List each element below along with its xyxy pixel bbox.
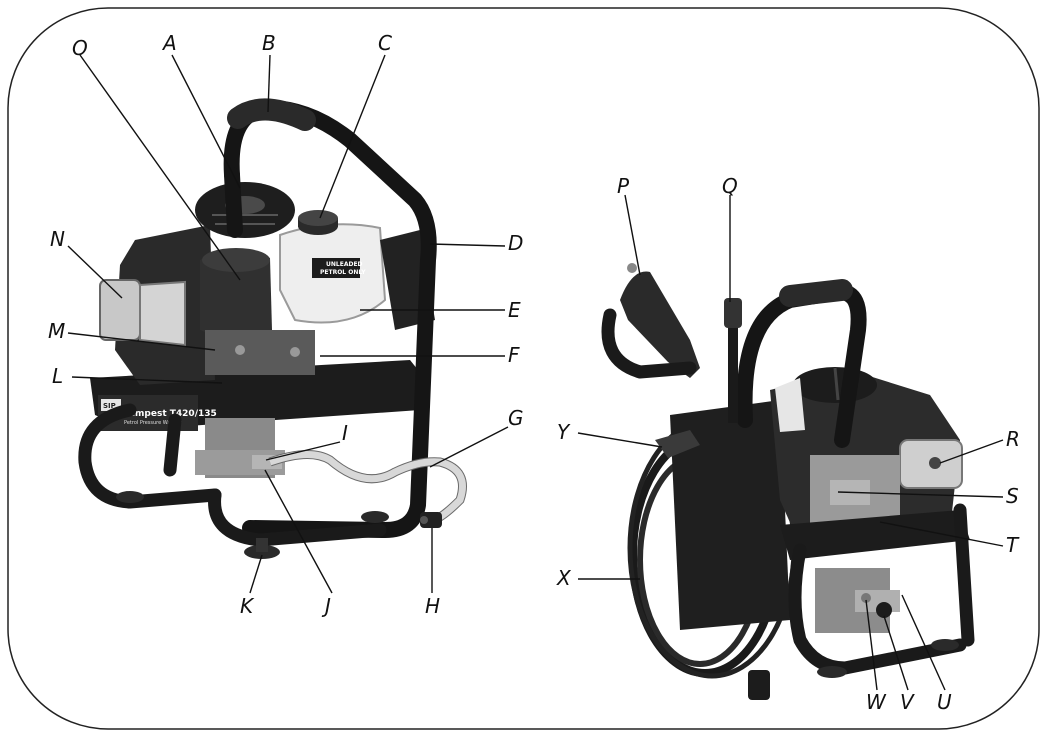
left-machine-illustration: UNLEADED PETROL ONLY SIP Tempest T420/13… xyxy=(78,98,467,559)
callouts-left: O A B C N D E M F L G I K J H xyxy=(48,31,524,618)
decal-brand: SIP xyxy=(103,402,116,410)
label-Y: Y xyxy=(557,420,571,444)
right-foot-side xyxy=(931,639,959,651)
lower-frame-loop xyxy=(78,403,222,509)
label-R: R xyxy=(1006,427,1020,451)
label-E: E xyxy=(508,298,521,322)
decal-subtitle: Petrol Pressure Washer xyxy=(124,420,182,426)
air-filter-cover xyxy=(200,249,272,338)
lance xyxy=(728,298,738,423)
label-D: D xyxy=(508,231,523,255)
gun-holster xyxy=(655,430,700,458)
foot-rear-right xyxy=(361,511,389,523)
right-foot-front xyxy=(817,666,847,678)
decal-model: Tempest T420/135 xyxy=(124,409,217,419)
label-K: K xyxy=(240,594,255,618)
label-J: J xyxy=(321,594,331,618)
label-N: N xyxy=(50,227,65,251)
label-B: B xyxy=(262,31,276,55)
fuel-tank-label xyxy=(312,258,360,278)
callouts-right: P Q Y R S T X W V U xyxy=(556,174,1020,714)
label-M: M xyxy=(48,319,65,343)
spray-gun xyxy=(620,271,700,378)
label-H: H xyxy=(425,594,440,618)
label-F: F xyxy=(508,343,520,367)
label-U: U xyxy=(937,690,952,714)
label-Q: Q xyxy=(722,174,738,198)
label-C: C xyxy=(378,31,392,55)
right-handle-grip xyxy=(779,279,853,307)
foot-rear-left xyxy=(116,491,144,503)
handle-grip xyxy=(227,98,316,131)
inlet-hose xyxy=(268,451,466,524)
right-machine-illustration xyxy=(601,263,975,700)
label-W: W xyxy=(866,690,887,714)
label-P: P xyxy=(617,174,630,198)
label-A: A xyxy=(161,31,177,55)
label-T: T xyxy=(1006,533,1020,557)
label-X: X xyxy=(556,566,572,590)
label-G: G xyxy=(508,406,524,430)
fuel-tank-label-line1: UNLEADED xyxy=(326,261,363,268)
muffler xyxy=(99,279,141,341)
label-L: L xyxy=(52,364,63,388)
hose-reel-panel xyxy=(670,400,790,630)
label-S: S xyxy=(1006,484,1019,508)
fuel-tank-label-line2: PETROL ONLY xyxy=(320,269,366,276)
inlet-filter xyxy=(420,512,442,528)
label-V: V xyxy=(900,690,915,714)
label-O: O xyxy=(72,36,88,60)
hose-end-fitting xyxy=(748,670,770,700)
label-I: I xyxy=(342,421,348,445)
